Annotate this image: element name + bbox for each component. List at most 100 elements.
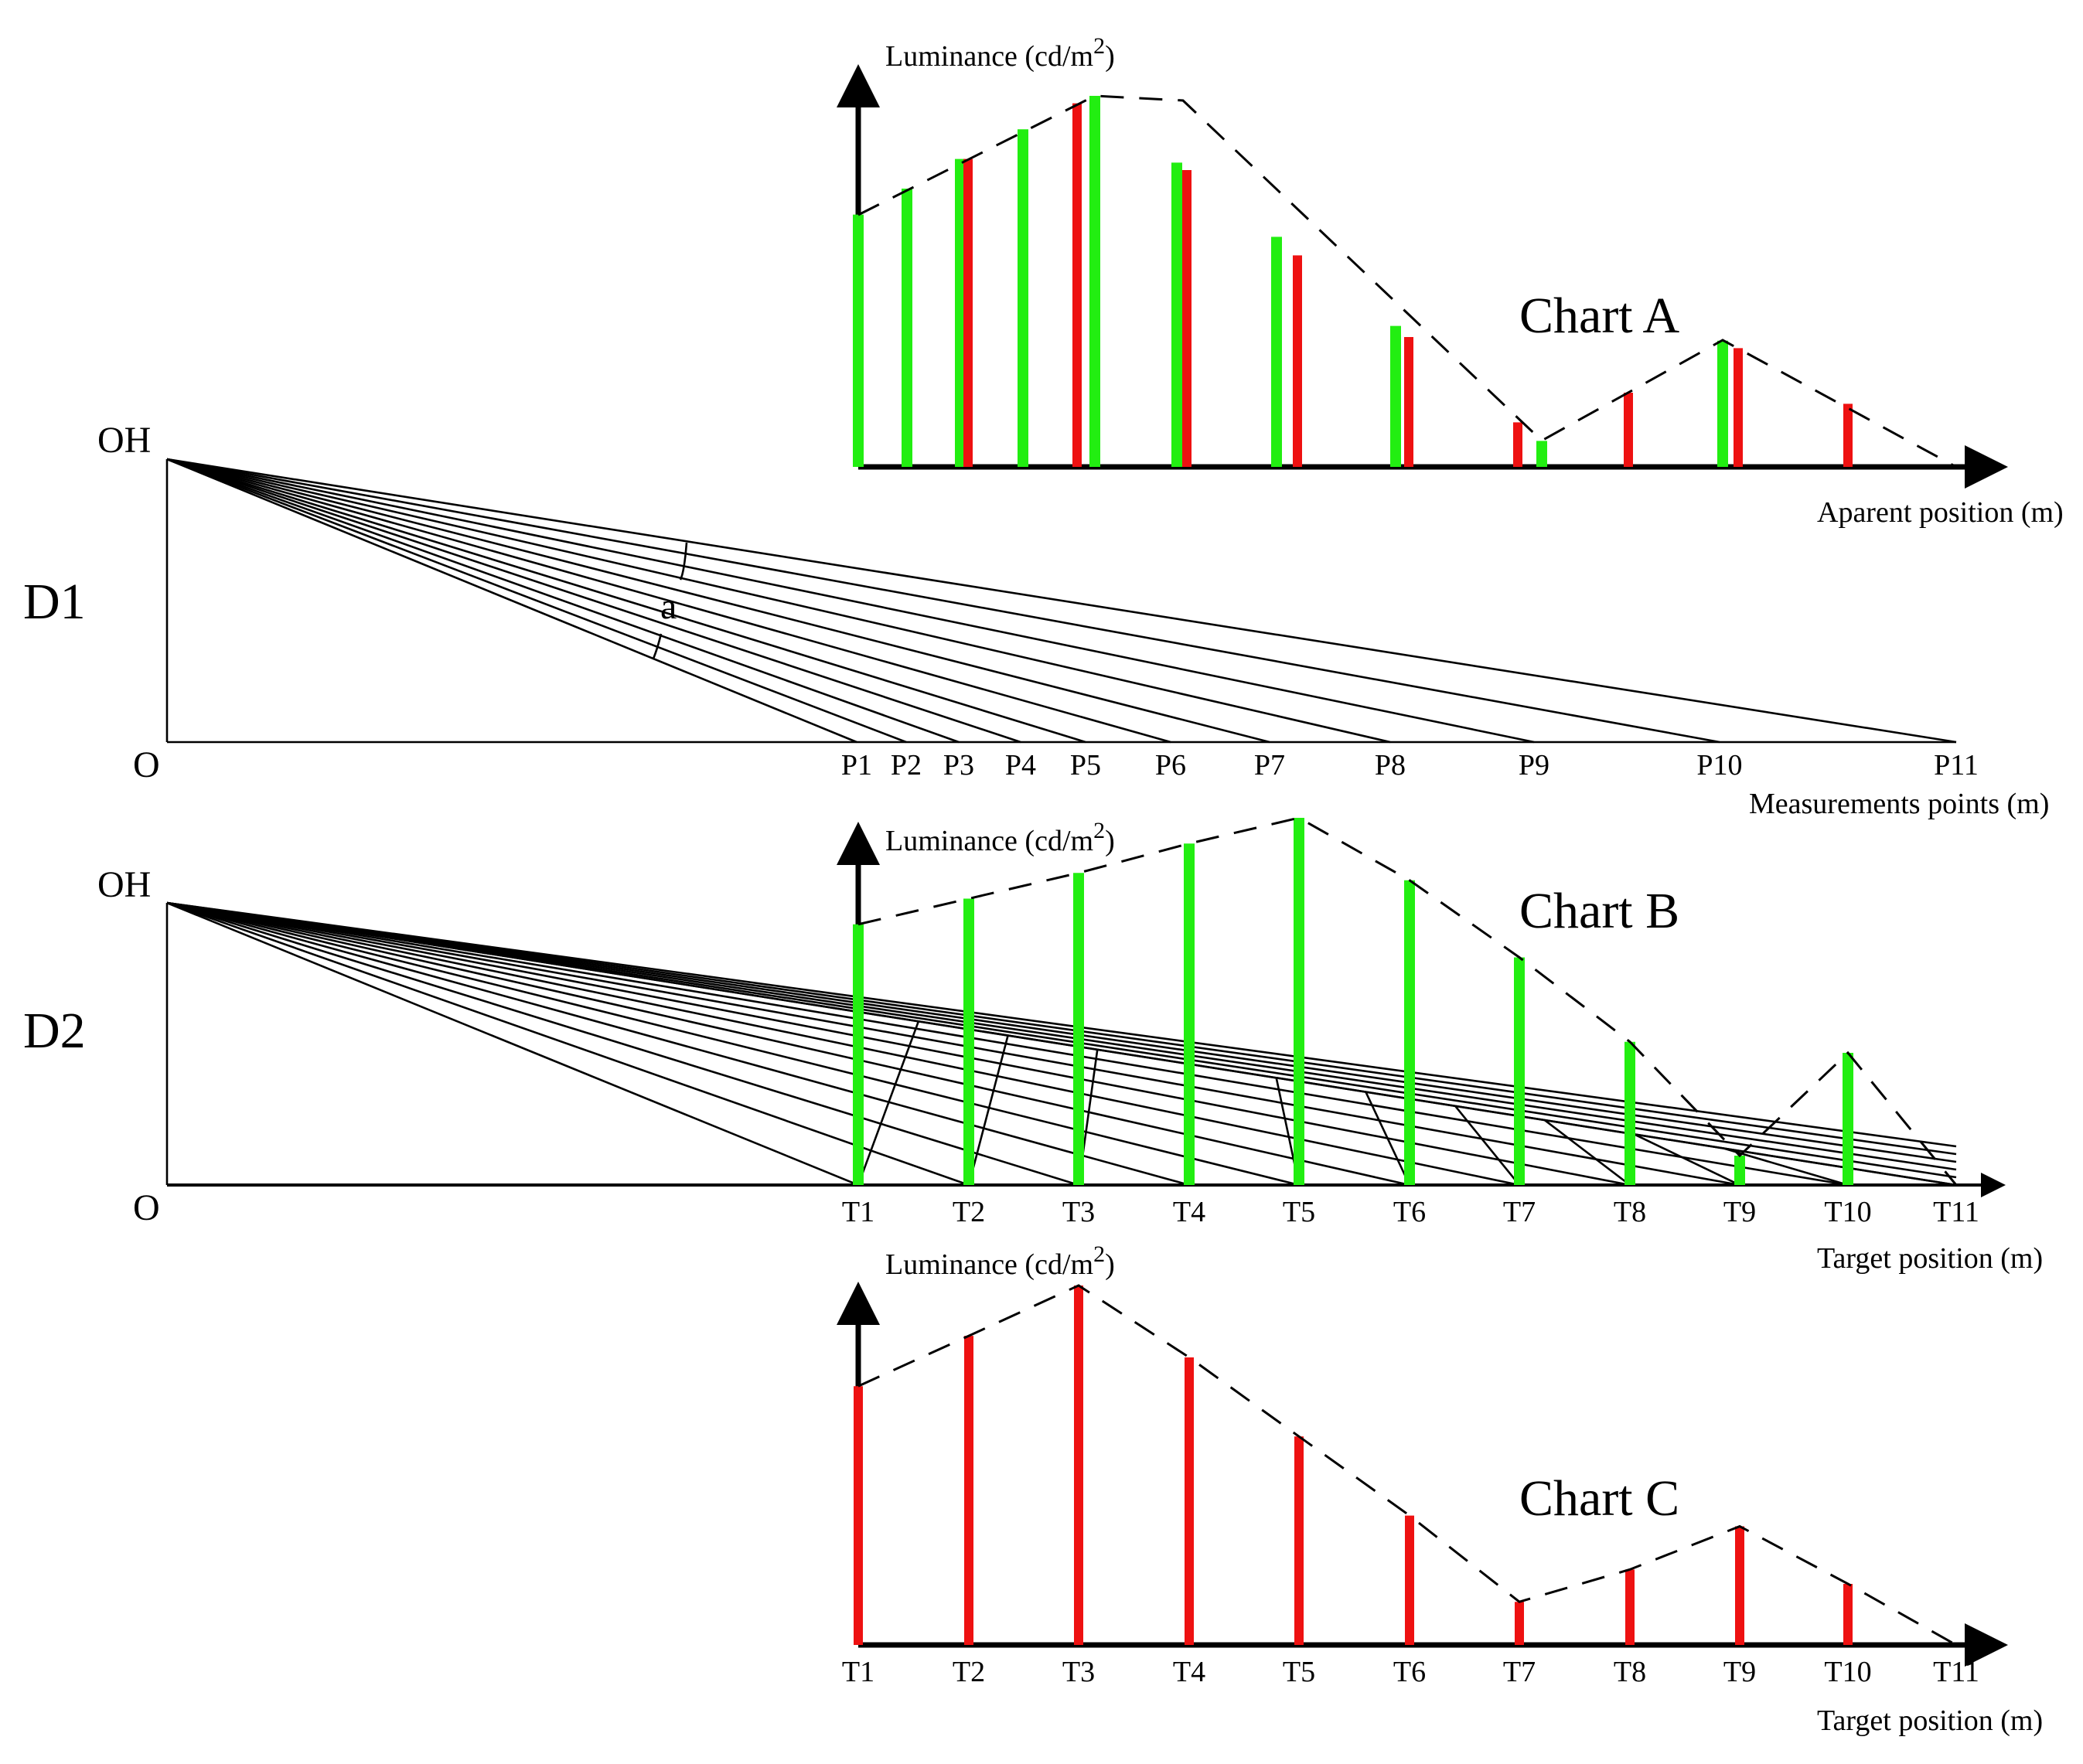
diagram-d2: OH O D2 bbox=[23, 864, 2006, 1228]
chart-c-tick-label: T11 bbox=[1933, 1656, 1979, 1688]
chart-b-tick-label: T2 bbox=[953, 1196, 985, 1228]
d1-point-label: P1 bbox=[841, 749, 872, 782]
chart-a-title: Chart A bbox=[1519, 288, 1679, 344]
d2-long-ray-5 bbox=[166, 901, 1957, 1156]
chart-b-tick-label: T10 bbox=[1824, 1196, 1871, 1228]
d2-fan-2 bbox=[967, 1035, 1009, 1186]
label-oh-d1: OH bbox=[97, 420, 151, 461]
d2-ray-10 bbox=[166, 901, 1849, 1187]
chart-b-envelope bbox=[857, 816, 1958, 1186]
d2-ray-2 bbox=[166, 901, 970, 1187]
chart-c-xlabel: Target position (m) bbox=[1817, 1704, 2043, 1737]
d2-long-ray-4 bbox=[166, 901, 1957, 1163]
angle-arc bbox=[652, 542, 688, 659]
d1-ray-4 bbox=[166, 458, 1021, 744]
d1-point-label: P3 bbox=[943, 749, 974, 782]
chart-c-envelope bbox=[857, 1284, 1957, 1647]
label-o-d1: O bbox=[133, 744, 160, 785]
d2-fan-1 bbox=[857, 1020, 920, 1186]
d1-ray-9 bbox=[166, 458, 1535, 744]
chart-a-bars bbox=[853, 96, 1853, 467]
chart-c-tick-label: T4 bbox=[1173, 1656, 1205, 1688]
d1-point-label: P6 bbox=[1155, 749, 1186, 782]
d1-ray-5 bbox=[166, 458, 1086, 744]
chart-b-tick-label: T4 bbox=[1173, 1196, 1205, 1228]
chart-c-tick-label: T1 bbox=[842, 1656, 874, 1688]
chart-c-tick-label: T8 bbox=[1614, 1656, 1646, 1688]
d1-ray-10 bbox=[166, 458, 1720, 744]
label-o-d2: O bbox=[133, 1187, 160, 1228]
chart-b-tick-label: T8 bbox=[1614, 1196, 1646, 1228]
label-oh-d2: OH bbox=[97, 864, 151, 905]
d2-long-ray-3 bbox=[166, 901, 1957, 1171]
d2-fan-10 bbox=[1723, 1147, 1849, 1187]
d2-long-ray-2 bbox=[166, 901, 1957, 1179]
d2-ray-7 bbox=[166, 901, 1520, 1187]
d2-ray-1 bbox=[166, 901, 859, 1187]
d2-long-ray-1 bbox=[166, 901, 1957, 1187]
label-d2: D2 bbox=[23, 1003, 86, 1059]
d1-ray-6 bbox=[166, 458, 1171, 744]
chart-b-tick-label: T6 bbox=[1393, 1196, 1426, 1228]
d2-ray-9 bbox=[166, 901, 1740, 1187]
d1-xlabel: Measurements points (m) bbox=[1749, 788, 2049, 820]
d1-ray-1 bbox=[166, 458, 857, 744]
label-d1: D1 bbox=[23, 574, 86, 630]
d2-ray-8 bbox=[166, 901, 1631, 1187]
d2-ray-6 bbox=[166, 901, 1410, 1187]
d2-fan-8 bbox=[1543, 1119, 1631, 1187]
d1-sight-rays bbox=[166, 458, 1957, 744]
d2-ray-5 bbox=[166, 901, 1300, 1187]
angle-label: a bbox=[660, 586, 677, 627]
chart-b-tick-labels: T1 T2 T3 T4 T5 T6 T7 T8 T9 T10 T11 bbox=[842, 1196, 1979, 1228]
d1-ray-7 bbox=[166, 458, 1270, 744]
chart-c-tick-label: T3 bbox=[1062, 1656, 1095, 1688]
chart-b-tick-label: T3 bbox=[1062, 1196, 1095, 1228]
d1-ray-2 bbox=[166, 458, 907, 744]
d1-ray-3 bbox=[166, 458, 960, 744]
d1-point-label: P8 bbox=[1375, 749, 1406, 782]
d1-point-label: P11 bbox=[1934, 749, 1979, 782]
d2-ray-4 bbox=[166, 901, 1190, 1187]
chart-c-tick-label: T9 bbox=[1723, 1656, 1756, 1688]
chart-c-title: Chart C bbox=[1519, 1470, 1679, 1527]
chart-c-ylabel: Luminance (cd/m2) bbox=[885, 1241, 1115, 1281]
chart-b-tick-label: T9 bbox=[1723, 1196, 1756, 1228]
chart-c-tick-labels: T1 T2 T3 T4 T5 T6 T7 T8 T9 T10 T11 bbox=[842, 1656, 1979, 1688]
d1-point-label: P5 bbox=[1070, 749, 1101, 782]
chart-a: Luminance (cd/m2) Chart A Aparent positi… bbox=[837, 33, 2064, 529]
chart-a-envelope bbox=[857, 94, 1957, 468]
chart-b-ylabel: Luminance (cd/m2) bbox=[885, 818, 1115, 857]
chart-c-tick-label: T5 bbox=[1283, 1656, 1315, 1688]
chart-c-tick-label: T7 bbox=[1503, 1656, 1536, 1688]
d1-point-label: P9 bbox=[1519, 749, 1549, 782]
chart-b-tick-label: T11 bbox=[1933, 1196, 1979, 1228]
chart-b-tick-label: T5 bbox=[1283, 1196, 1315, 1228]
d2-fan-9 bbox=[1633, 1133, 1740, 1187]
d1-point-label: P10 bbox=[1696, 749, 1742, 782]
d1-ray-8 bbox=[166, 458, 1391, 744]
chart-b-tick-label: T1 bbox=[842, 1196, 874, 1228]
chart-a-ylabel: Luminance (cd/m2) bbox=[885, 33, 1115, 73]
d1-point-label: P7 bbox=[1254, 749, 1285, 782]
d1-point-label: P2 bbox=[891, 749, 922, 782]
chart-c-tick-label: T2 bbox=[953, 1656, 985, 1688]
chart-b-xlabel: Target position (m) bbox=[1817, 1242, 2043, 1275]
d2-fan-7 bbox=[1454, 1105, 1521, 1186]
d2-long-ray-6 bbox=[166, 901, 1957, 1148]
chart-c-tick-label: T10 bbox=[1824, 1656, 1871, 1688]
chart-b-title: Chart B bbox=[1519, 883, 1679, 939]
d2-ray-3 bbox=[166, 901, 1079, 1187]
chart-c-tick-label: T6 bbox=[1393, 1656, 1426, 1688]
d1-ray-11 bbox=[166, 458, 1957, 744]
chart-a-xlabel: Aparent position (m) bbox=[1817, 496, 2064, 529]
chart-b-bars bbox=[853, 818, 1853, 1185]
d2-sight-rays bbox=[166, 901, 1957, 1187]
chart-b-tick-label: T7 bbox=[1503, 1196, 1536, 1228]
chart-c-bars bbox=[854, 1286, 1853, 1645]
